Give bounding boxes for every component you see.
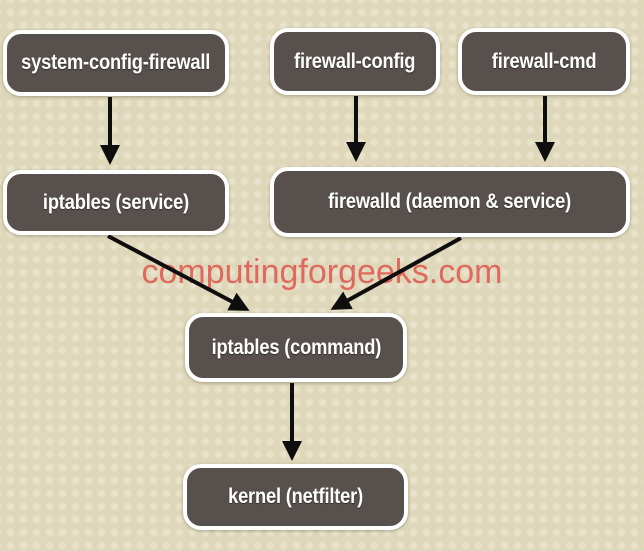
node-system-config-firewall: system-config-firewall: [3, 30, 229, 96]
node-label: iptables (service): [42, 190, 190, 214]
node-kernel-netfilter: kernel (netfilter): [183, 464, 408, 530]
node-iptables-service: iptables (service): [3, 170, 229, 235]
node-firewall-cmd: firewall-cmd: [458, 28, 630, 95]
node-label: system-config-firewall: [21, 51, 211, 74]
node-firewall-config: firewall-config: [270, 28, 440, 95]
node-label: firewall-config: [294, 49, 416, 73]
node-label: firewall-cmd: [491, 49, 597, 73]
node-label: firewalld (daemon & service): [328, 190, 572, 213]
node-iptables-command: iptables (command): [185, 313, 407, 382]
node-label: iptables (command): [211, 335, 381, 359]
node-label: kernel (netfilter): [228, 485, 363, 508]
watermark-text: computingforgeeks.com: [141, 253, 503, 291]
node-firewalld-daemon-service: firewalld (daemon & service): [270, 167, 630, 237]
